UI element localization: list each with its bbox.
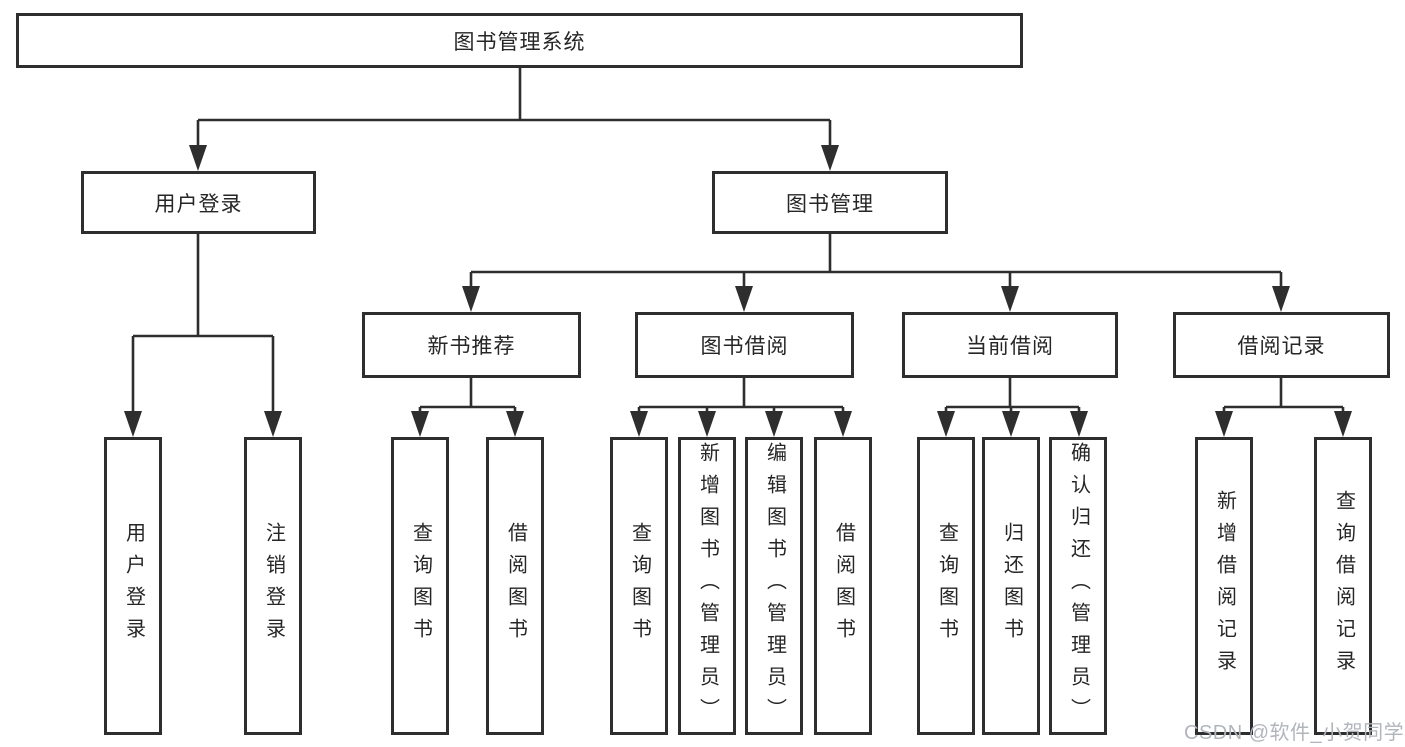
node-label: 借阅图书 xyxy=(832,522,855,650)
node-new-book-rec: 新书推荐 xyxy=(362,312,581,378)
node-label: 图书管理系统 xyxy=(453,30,586,54)
node-leaf-query-record: 查询借阅记录 xyxy=(1314,437,1372,735)
connector-root-to-level2 xyxy=(196,68,832,150)
node-label: 图书管理 xyxy=(786,192,874,216)
connector-book-borrow-to-leaves xyxy=(637,378,845,415)
node-label: 借阅记录 xyxy=(1237,335,1326,358)
node-leaf-add-record: 新增借阅记录 xyxy=(1195,437,1253,735)
node-book-borrow: 图书借阅 xyxy=(635,312,854,378)
node-label: 新增借阅记录 xyxy=(1213,490,1236,682)
node-leaf-query-book-1: 查询图书 xyxy=(391,437,449,735)
node-leaf-borrow-book-2: 借阅图书 xyxy=(814,437,872,735)
node-label: 查询图书 xyxy=(935,522,958,650)
node-label: 新书推荐 xyxy=(427,335,516,358)
node-label: 当前借阅 xyxy=(966,335,1054,358)
node-label: 查询图书 xyxy=(628,522,651,650)
node-leaf-add-book: 新增图书（管理员） xyxy=(678,437,736,735)
node-leaf-borrow-book-1: 借阅图书 xyxy=(486,437,544,735)
node-label: 确认归还（管理员） xyxy=(1067,442,1090,730)
node-leaf-query-book-2: 查询图书 xyxy=(610,437,668,735)
node-leaf-return-book: 归还图书 xyxy=(982,437,1040,735)
node-label: 图书借阅 xyxy=(700,335,789,358)
node-leaf-confirm-return: 确认归还（管理员） xyxy=(1049,437,1107,735)
node-book-mgmt: 图书管理 xyxy=(712,171,948,234)
node-borrow-record: 借阅记录 xyxy=(1173,312,1390,378)
node-label: 归还图书 xyxy=(1000,522,1023,650)
node-label: 注销登录 xyxy=(262,522,285,650)
node-label: 编辑图书（管理员） xyxy=(763,442,786,730)
node-leaf-query-book-3: 查询图书 xyxy=(917,437,975,735)
node-leaf-user-login: 用户登录 xyxy=(104,437,162,735)
node-label: 用户登录 xyxy=(122,522,145,650)
connector-book-mgmt-to-level3 xyxy=(469,234,1283,290)
connector-current-borrow-to-leaves xyxy=(944,378,1081,415)
node-label: 查询图书 xyxy=(409,522,432,650)
node-label: 查询借阅记录 xyxy=(1332,490,1355,682)
connector-user-login-to-leaves xyxy=(131,234,275,415)
node-leaf-edit-book: 编辑图书（管理员） xyxy=(745,437,803,735)
node-user-login: 用户登录 xyxy=(81,171,316,234)
node-label: 用户登录 xyxy=(154,192,243,216)
csdn-watermark: CSDN @软件_小贺同学 xyxy=(1184,722,1405,744)
node-root: 图书管理系统 xyxy=(16,13,1023,68)
node-label: 新增图书（管理员） xyxy=(696,442,719,730)
arrowheads xyxy=(124,145,1352,437)
node-leaf-logout: 注销登录 xyxy=(244,437,302,735)
connector-borrow-record-to-leaves xyxy=(1222,378,1345,415)
node-label: 借阅图书 xyxy=(504,522,527,650)
node-current-borrow: 当前借阅 xyxy=(902,312,1118,378)
connector-new-book-rec-to-leaves xyxy=(418,378,517,415)
